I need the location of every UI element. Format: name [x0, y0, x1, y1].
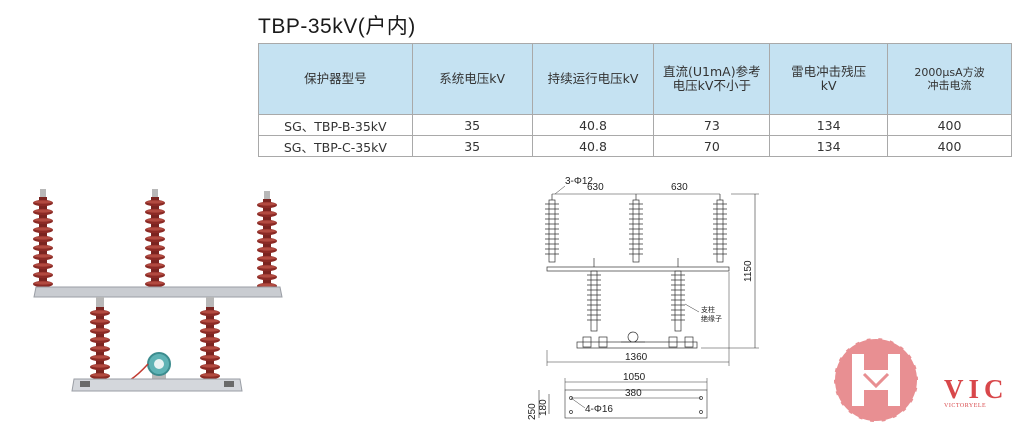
cell-square-wave: 400 [887, 114, 1012, 136]
dim-base-holes: 4-Φ16 [585, 404, 613, 415]
base-plate [71, 378, 243, 392]
header-square-line1: 2000μsA方波 [914, 66, 985, 79]
arrester-top-right [257, 191, 277, 292]
brand-logo-text: VIC [944, 374, 1009, 404]
header-model: 保护器型号 [258, 43, 413, 115]
table-row: SG、TBP-C-35kV 35 40.8 70 134 400 [258, 135, 1012, 157]
header-dc-line2: 电压kV不小于 [672, 78, 751, 93]
arrester-top-left [33, 189, 53, 292]
dim-base-hole-spacing: 380 [625, 388, 642, 399]
drawing-arrester-middle [629, 194, 643, 263]
drawing-arrester-bottom-left [587, 258, 601, 332]
cell-dc-reference: 70 [653, 135, 771, 157]
dim-height: 1150 [743, 260, 754, 282]
drawing-crossbar [546, 266, 730, 272]
support-label-2: 绝缘子 [701, 314, 722, 323]
cell-lightning-residual: 134 [769, 135, 889, 157]
cell-square-wave: 400 [887, 135, 1012, 157]
dim-total-width: 1360 [625, 352, 648, 363]
drawing-plan-view [564, 389, 708, 419]
header-dc-line1: 直流(U1mA)参考 [663, 64, 761, 79]
mounting-plate [33, 286, 283, 298]
discharge-counter [129, 352, 171, 381]
drawing-base [576, 341, 698, 349]
support-label-1: 支柱 [701, 305, 715, 314]
drawing-arrester-right [713, 194, 727, 263]
cell-lightning-residual: 134 [769, 114, 889, 136]
arrester-top-middle [145, 189, 165, 292]
table-row: SG、TBP-B-35kV 35 40.8 73 134 400 [258, 114, 1012, 136]
product-photo [33, 189, 283, 392]
dim-base-length: 1050 [623, 372, 646, 383]
dim-spacing-left: 630 [587, 182, 604, 193]
cell-continuous-voltage: 40.8 [531, 114, 655, 136]
cell-model: SG、TBP-C-35kV [258, 135, 413, 157]
brand-logo-subtitle: VICTORYELE [944, 403, 987, 409]
cell-dc-reference: 73 [653, 114, 771, 136]
cell-system-voltage: 35 [411, 135, 533, 157]
dim-holes-top: 3-Φ12 [565, 176, 593, 187]
table-header-row: 保护器型号 系统电压kV 持续运行电压kV 直流(U1mA)参考 电压kV不小于… [258, 43, 1012, 115]
header-lightning-residual: 雷电冲击残压 kV [769, 43, 889, 115]
header-system-voltage: 系统电压kV [411, 43, 533, 115]
dim-base-width: 250 [527, 403, 538, 420]
header-square-line2: 冲击电流 [927, 79, 972, 92]
spec-table: 保护器型号 系统电压kV 持续运行电压kV 直流(U1mA)参考 电压kV不小于… [258, 43, 1012, 157]
dimension-drawing: 3-Φ12 630 630 1150 1360 支柱 绝缘子 1050 380 … [527, 176, 759, 420]
header-lightning-line2: kV [820, 78, 837, 93]
cell-system-voltage: 35 [411, 114, 533, 136]
dim-spacing-right: 630 [671, 182, 688, 193]
dim-base-inner: 180 [538, 399, 549, 416]
arrester-bottom-right [200, 307, 220, 380]
drawing-arrester-left [545, 194, 559, 263]
drawing-arrester-bottom-right [671, 258, 685, 332]
brand-logo-mark [833, 337, 919, 423]
cell-model: SG、TBP-B-35kV [258, 114, 413, 136]
cell-continuous-voltage: 40.8 [531, 135, 655, 157]
header-square-wave: 2000μsA方波 冲击电流 [887, 43, 1012, 115]
header-dc-reference: 直流(U1mA)参考 电压kV不小于 [653, 43, 771, 115]
header-continuous-voltage: 持续运行电压kV [531, 43, 655, 115]
arrester-bottom-left [90, 307, 110, 380]
header-lightning-line1: 雷电冲击残压 [791, 64, 867, 79]
product-title: TBP-35kV(户内) [258, 15, 416, 38]
